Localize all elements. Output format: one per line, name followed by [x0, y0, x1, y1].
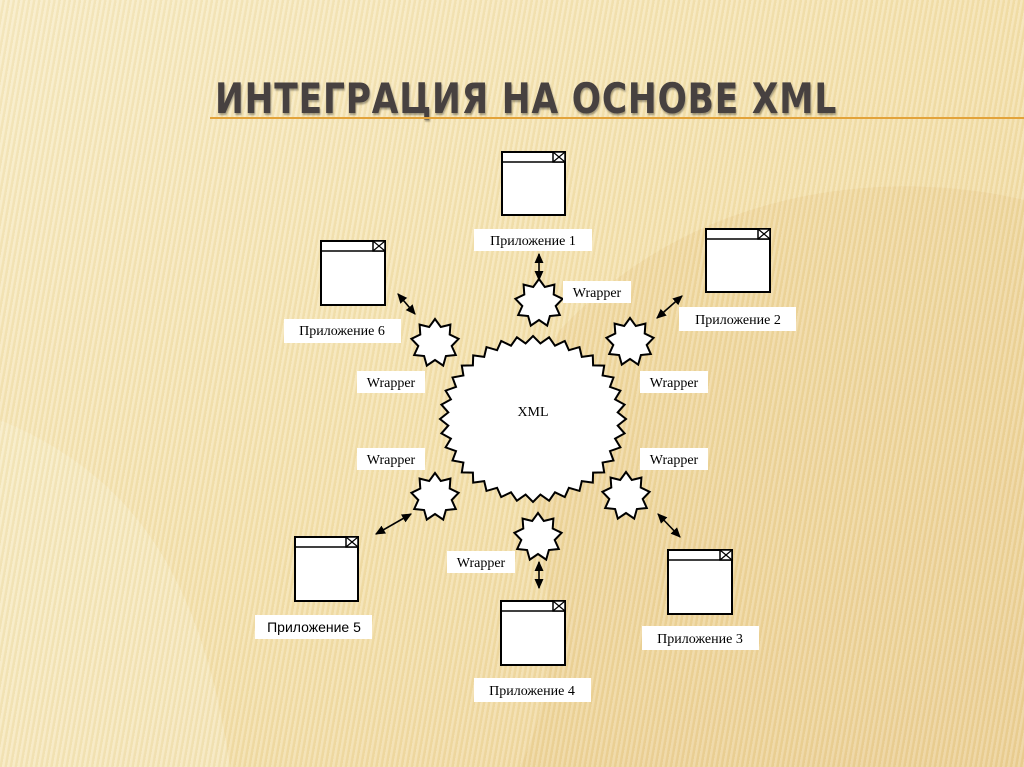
arrow-app3-wrapper	[657, 513, 681, 538]
app-6-label: Приложение 6	[299, 324, 385, 339]
wrapper-5-label: Wrapper	[367, 453, 416, 468]
xml-hub: XML	[438, 334, 628, 504]
wrapper-6-label: Wrapper	[367, 376, 416, 391]
application-6: Приложение 6	[284, 240, 401, 343]
app-2-label: Приложение 2	[695, 313, 781, 328]
wrapper-2-label: Wrapper	[650, 376, 699, 391]
wrapper-1-label: Wrapper	[573, 286, 622, 301]
application-5: Приложение 5	[255, 536, 372, 639]
wrapper-4-label: Wrapper	[457, 556, 506, 571]
slide-title: Интеграция на основе XML	[215, 74, 838, 123]
arrow-app6-wrapper	[397, 293, 416, 315]
arrow-app5-wrapper	[375, 513, 412, 535]
app-1-label: Приложение 1	[490, 234, 576, 249]
wrapper-5-gear	[409, 471, 461, 522]
application-4: Приложение 4	[474, 600, 591, 702]
wrapper-3-gear	[600, 470, 652, 521]
wrapper-1-gear	[513, 277, 565, 328]
app-5-label: Приложение 5	[267, 619, 361, 635]
wrappers	[409, 277, 656, 562]
app-3-label: Приложение 3	[657, 632, 743, 647]
application-1: Приложение 1	[474, 151, 592, 251]
xml-label: XML	[517, 405, 548, 420]
wrapper-2-gear	[604, 316, 656, 367]
title-underline	[210, 117, 1024, 119]
arrow-app2-wrapper	[656, 295, 683, 319]
application-3: Приложение 3	[642, 549, 759, 650]
app-4-label: Приложение 4	[489, 684, 575, 699]
application-2: Приложение 2	[679, 228, 796, 331]
xml-label-box	[474, 393, 592, 445]
wrapper-labels: Wrapper Wrapper Wrapper Wrapper Wrapper …	[357, 281, 708, 573]
wrapper-3-label: Wrapper	[650, 453, 699, 468]
connections	[375, 252, 683, 590]
wrapper-4-gear	[512, 511, 564, 562]
wrapper-6-gear	[409, 317, 461, 368]
